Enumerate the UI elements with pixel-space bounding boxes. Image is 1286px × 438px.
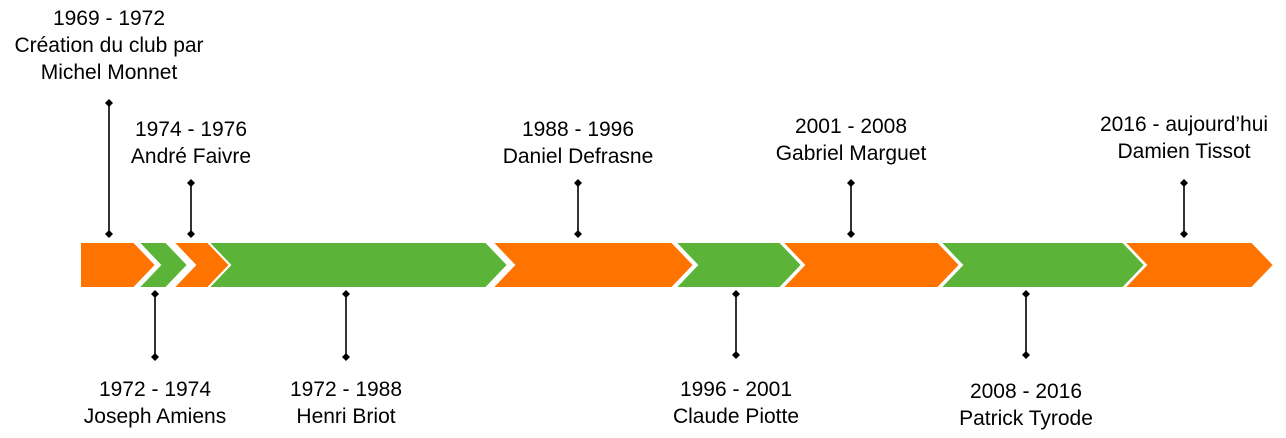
period-label-1: 1969 - 1972 Création du club par Michel …: [14, 5, 203, 86]
connector-marker-8-base: [1022, 290, 1030, 298]
period-label-2: 1972 - 1974 Joseph Amiens: [84, 376, 226, 430]
period-dates: 1974 - 1976: [134, 118, 248, 141]
period-dates: 1969 - 1972: [52, 7, 166, 30]
connector-marker-6-end: [732, 351, 740, 359]
period-dates: 2008 - 2016: [969, 380, 1083, 403]
period-dates: 2016 - aujourd’hui: [1099, 113, 1269, 136]
connector-marker-1-end: [105, 99, 113, 107]
period-description: Damien Tissot: [1117, 140, 1251, 163]
timeline-segment-5: [489, 241, 696, 289]
period-label-3: 1974 - 1976 André Faivre: [131, 116, 251, 170]
timeline-segment-8: [937, 241, 1147, 289]
connector-marker-6-base: [732, 290, 740, 298]
timeline-segment-4: [205, 241, 510, 289]
period-dates: 1988 - 1996: [521, 118, 635, 141]
connector-marker-1-base: [105, 230, 113, 238]
period-label-4: 1972 - 1988 Henri Briot: [290, 376, 402, 430]
period-description: Création du club par: [14, 34, 204, 57]
period-description: Patrick Tyrode: [959, 407, 1093, 430]
period-label-5: 1988 - 1996 Daniel Defrasne: [503, 116, 654, 170]
connector-marker-2-base: [151, 290, 159, 298]
period-description: Gabriel Marguet: [775, 142, 927, 165]
period-dates: 1972 - 1988: [289, 378, 403, 401]
period-description: André Faivre: [130, 145, 252, 168]
timeline-segment-1: [79, 241, 158, 289]
period-label-9: 2016 - aujourd’hui Damien Tissot: [1100, 111, 1268, 165]
period-description: Joseph Amiens: [83, 405, 227, 428]
timeline-segment-2: [135, 241, 190, 289]
period-label-7: 2001 - 2008 Gabriel Marguet: [776, 113, 927, 167]
period-label-8: 2008 - 2016 Patrick Tyrode: [959, 378, 1093, 432]
timeline-connectors: [105, 99, 1188, 361]
timeline-chevrons: [79, 241, 1276, 289]
timeline-segment-9: [1121, 241, 1276, 289]
period-description: Daniel Defrasne: [502, 145, 654, 168]
period-dates: 1996 - 2001: [679, 378, 793, 401]
connector-marker-3-end: [187, 179, 195, 187]
timeline-segment-7: [779, 241, 962, 289]
connector-marker-9-end: [1180, 179, 1188, 187]
timeline-segment-6: [672, 241, 804, 289]
connector-marker-7-end: [847, 179, 855, 187]
period-dates: 1972 - 1974: [98, 378, 212, 401]
connector-marker-4-base: [342, 290, 350, 298]
connector-marker-3-base: [187, 230, 195, 238]
period-description: Henri Briot: [296, 405, 396, 428]
period-dates: 2001 - 2008: [794, 115, 908, 138]
connector-marker-2-end: [151, 353, 159, 361]
connector-marker-7-base: [847, 230, 855, 238]
period-description: Claude Piotte: [672, 405, 800, 428]
period-description: Michel Monnet: [40, 61, 178, 84]
connector-marker-9-base: [1180, 230, 1188, 238]
connector-marker-5-end: [574, 179, 582, 187]
connector-marker-5-base: [574, 230, 582, 238]
connector-marker-4-end: [342, 353, 350, 361]
period-label-6: 1996 - 2001 Claude Piotte: [673, 376, 799, 430]
connector-marker-8-end: [1022, 351, 1030, 359]
